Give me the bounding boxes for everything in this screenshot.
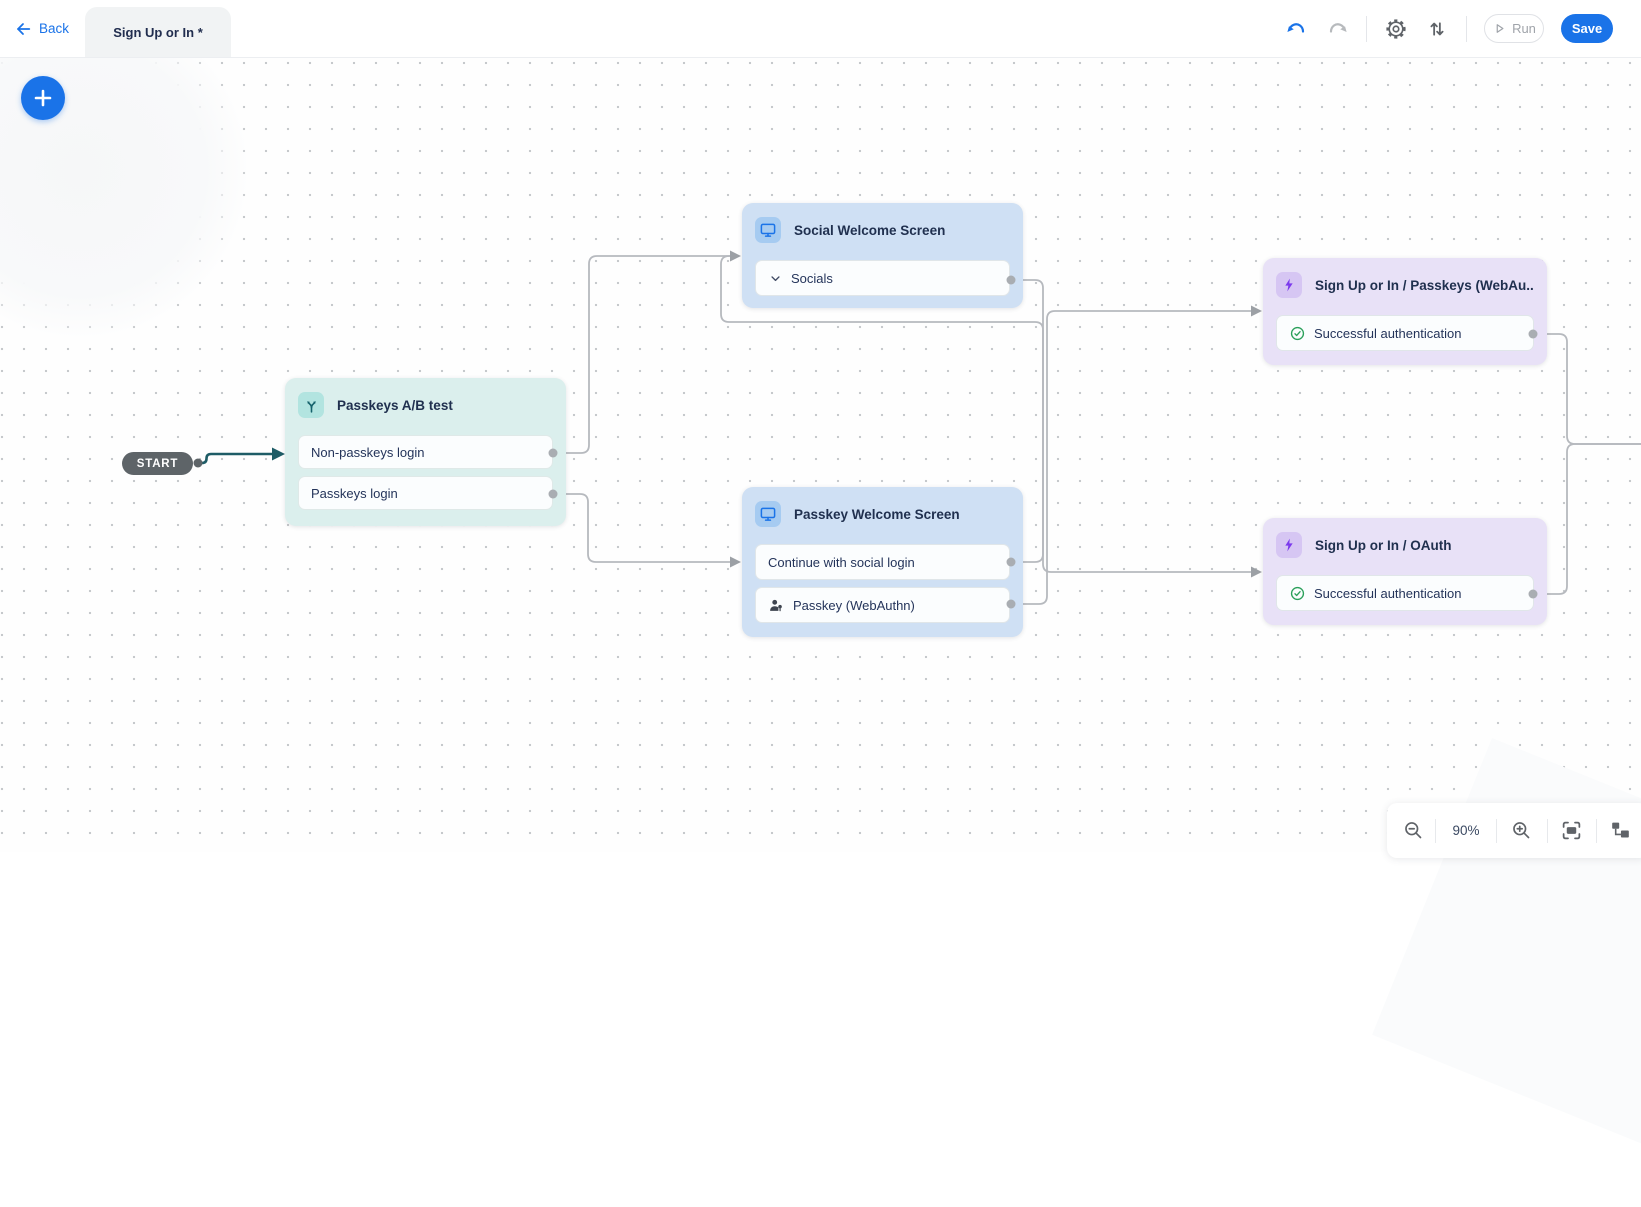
canvas-zoom-toolbar: 90% [1387, 803, 1641, 858]
node-sign-up-or-in-passkeys[interactable]: Sign Up or In / Passkeys (WebAu... Succe… [1263, 258, 1547, 365]
node-title: Passkeys A/B test [337, 397, 453, 413]
port-start[interactable] [193, 458, 203, 468]
port-oauth-success[interactable] [1528, 589, 1538, 599]
node-sign-up-or-in-oauth[interactable]: Sign Up or In / OAuth Successful authent… [1263, 518, 1547, 625]
back-button[interactable]: Back [14, 20, 69, 38]
settings-button[interactable] [1384, 17, 1408, 41]
output-row-continue-with-social-login[interactable]: Continue with social login [755, 544, 1010, 580]
chevron-down-icon[interactable] [768, 271, 783, 286]
auto-layout-icon [1612, 822, 1630, 838]
save-button[interactable]: Save [1561, 14, 1613, 43]
row-label: Passkey (WebAuthn) [793, 597, 915, 613]
plus-icon [34, 89, 52, 107]
lightning-icon [1276, 532, 1302, 558]
node-title: Social Welcome Screen [794, 222, 946, 238]
node-passkeys-ab-test[interactable]: Passkeys A/B test Non-passkeys login Pas… [285, 378, 566, 526]
row-label: Continue with social login [768, 554, 915, 570]
start-label: START [136, 457, 179, 470]
row-label: Successful authentication [1314, 585, 1462, 601]
output-row-successful-authentication[interactable]: Successful authentication [1276, 575, 1534, 611]
port-continue-with-social-login[interactable] [1006, 557, 1016, 567]
run-label: Run [1512, 21, 1536, 36]
run-button[interactable]: Run [1484, 14, 1544, 43]
node-title: Passkey Welcome Screen [794, 506, 960, 522]
node-passkey-welcome-screen[interactable]: Passkey Welcome Screen Continue with soc… [742, 487, 1023, 637]
redo-button[interactable] [1325, 17, 1349, 41]
sort-arrows-icon [1430, 21, 1444, 36]
flow-tab[interactable]: Sign Up or In * [85, 7, 231, 57]
zoom-out-icon [1404, 822, 1421, 839]
undo-icon [1286, 23, 1304, 33]
output-row-socials[interactable]: Socials [755, 260, 1010, 296]
lightning-icon [1276, 272, 1302, 298]
flow-tab-title: Sign Up or In * [113, 24, 203, 40]
undo-button[interactable] [1284, 17, 1308, 41]
check-circle-icon [1290, 326, 1305, 340]
zoom-level-value: 90% [1452, 823, 1480, 838]
port-passkey-webauthn[interactable] [1006, 599, 1016, 609]
node-title: Sign Up or In / OAuth [1315, 537, 1452, 553]
zoom-out-button[interactable] [1391, 803, 1435, 858]
row-label: Successful authentication [1314, 325, 1462, 341]
back-arrow-icon [17, 22, 31, 35]
output-row-successful-authentication[interactable]: Successful authentication [1276, 315, 1534, 351]
node-social-welcome-screen[interactable]: Social Welcome Screen Socials [742, 203, 1023, 308]
output-row-passkey-webauthn[interactable]: Passkey (WebAuthn) [755, 587, 1010, 623]
fit-view-icon [1563, 821, 1581, 840]
play-icon [1496, 24, 1504, 33]
redo-icon [1329, 23, 1347, 33]
auto-layout-button[interactable] [1597, 803, 1641, 858]
start-badge: START [122, 452, 193, 475]
top-bar: Back Sign Up or In * [0, 0, 1641, 58]
port-socials[interactable] [1006, 275, 1016, 285]
row-label: Non-passkeys login [311, 444, 425, 460]
port-passkeys-login[interactable] [548, 489, 558, 499]
zoom-level-display: 90% [1436, 803, 1496, 858]
zoom-in-icon [1513, 822, 1530, 839]
output-row-non-passkeys-login[interactable]: Non-passkeys login [298, 435, 553, 469]
screen-icon [755, 217, 781, 243]
port-non-passkeys-login[interactable] [548, 448, 558, 458]
zoom-in-button[interactable] [1497, 803, 1547, 858]
screen-icon [755, 501, 781, 527]
sort-flows-button[interactable] [1425, 17, 1449, 41]
passkey-user-icon [770, 599, 782, 611]
port-signuppasskeys-success[interactable] [1528, 329, 1538, 339]
check-circle-icon [1290, 586, 1305, 600]
row-label: Passkeys login [311, 485, 398, 501]
settings-gear-icon [1386, 18, 1406, 39]
save-label: Save [1571, 21, 1603, 36]
fit-view-button[interactable] [1548, 803, 1596, 858]
node-title: Sign Up or In / Passkeys (WebAu... [1315, 277, 1534, 293]
add-node-button[interactable] [21, 76, 65, 120]
back-label: Back [39, 21, 70, 36]
output-row-passkeys-login[interactable]: Passkeys login [298, 476, 553, 510]
branch-split-icon [298, 392, 324, 418]
row-label: Socials [791, 270, 833, 286]
